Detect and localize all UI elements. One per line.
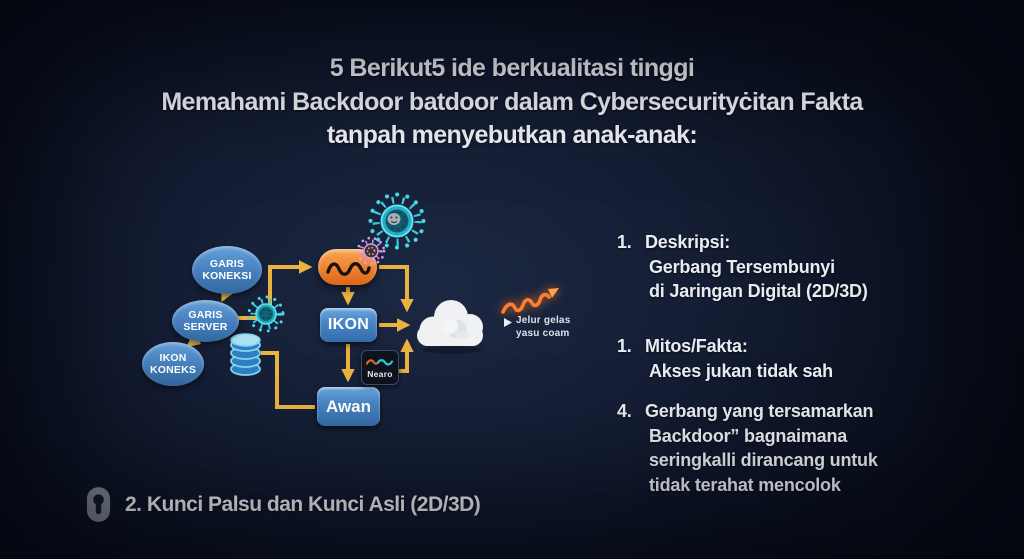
nearo-badge: Nearo <box>361 350 399 385</box>
node-label: Awan <box>325 396 372 416</box>
item-title: Gerbang yang tersamarkan <box>645 401 874 421</box>
node-label: IKON KONEKS <box>149 351 197 376</box>
node-label: IKON <box>327 316 370 333</box>
list-item: 4. Gerbang yang tersamarkan Backdoor” ba… <box>617 399 878 497</box>
node-ikon-koneks: IKON KONEKS <box>142 342 204 386</box>
footer-caption: 2. Kunci Palsu dan Kunci Asli (2D/3D) <box>84 484 481 525</box>
list-item: 1. Mitos/Fakta: Akses jukan tidak sah <box>617 334 833 383</box>
cloud-note-line-1: Jelur gelas <box>516 315 571 326</box>
item-number: 1. <box>617 232 632 252</box>
glow-arrow-icon <box>501 288 559 314</box>
item-line: tidak terahat mencolok <box>649 474 841 495</box>
virus-teal-small-icon <box>247 295 285 333</box>
node-label: GARIS SERVER <box>183 308 228 333</box>
list-item: 1. Deskripsi: Gerbang Tersembunyi di Jar… <box>617 230 868 304</box>
node-garis-server: GARIS SERVER <box>172 300 239 342</box>
item-number: 4. <box>617 401 632 421</box>
title-line-2: Memahami Backdoor batdoor dalam Cybersec… <box>161 87 863 116</box>
virus-purple-icon <box>356 236 386 266</box>
node-label: GARIS KONEKSI <box>202 257 252 282</box>
item-title: Deskripsi: <box>645 232 731 252</box>
worm-squiggle-icon <box>326 262 371 276</box>
database-icon <box>230 333 261 376</box>
node-ikon: IKON <box>320 308 377 342</box>
cloud-note-line-2: yasu coam <box>516 328 570 339</box>
item-line: di Jaringan Digital (2D/3D) <box>649 281 868 301</box>
flow-arrows <box>186 260 414 409</box>
item-line: seringkalli dirancang untuk <box>649 450 878 470</box>
node-garis-koneksi: GARIS KONEKSI <box>192 246 262 294</box>
cloud-icon <box>417 300 483 354</box>
item-number: 1. <box>617 336 632 356</box>
footer-text: 2. Kunci Palsu dan Kunci Asli (2D/3D) <box>125 492 481 516</box>
cloud-note: Jelur gelas yasu coam <box>516 314 570 340</box>
play-bullet-icon <box>504 318 512 327</box>
node-awan: Awan <box>317 387 380 426</box>
title-line-3: tanpah menyebutkan anak-anak: <box>326 121 698 149</box>
item-line: Akses jukan tidak sah <box>649 360 833 381</box>
title-block: 5 Berikut5 ide berkualitasi tinggi Memah… <box>0 52 1024 153</box>
item-title: Mitos/Fakta: <box>645 336 748 356</box>
malware-worm-node <box>318 249 377 285</box>
nearo-label: Nearo <box>367 368 393 379</box>
item-line: Backdoor” bagnaimana <box>649 425 848 446</box>
lock-icon <box>86 487 111 522</box>
item-line: Gerbang Tersembunyi <box>649 256 835 277</box>
virus-teal-large-icon <box>368 192 426 250</box>
title-line-1: 5 Berikut5 ide berkualitasi tinggi <box>329 54 695 82</box>
dual-squiggle-icon <box>365 358 394 366</box>
